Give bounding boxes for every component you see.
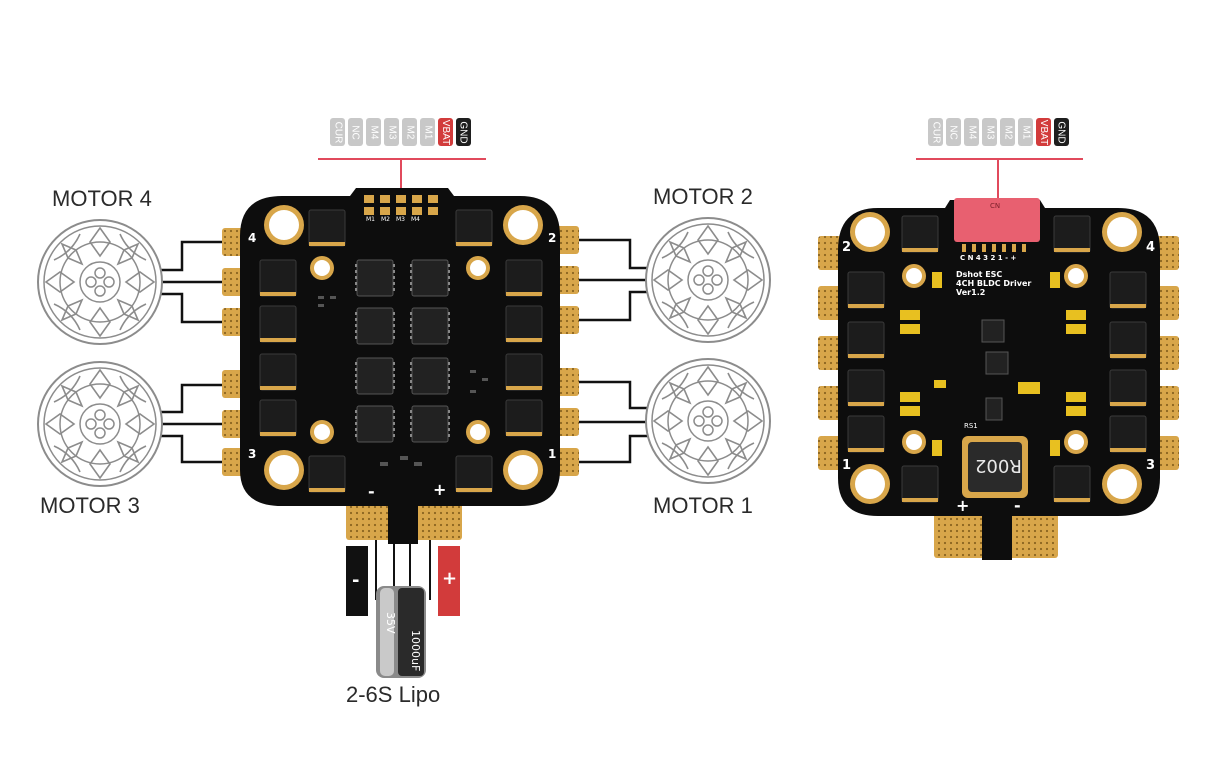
connector-pin-nc: NC	[348, 118, 363, 146]
connector-pin-vbat: VBAT	[438, 118, 453, 146]
connector-pin-nc: NC	[946, 118, 961, 146]
motor-1-label: MOTOR 1	[653, 493, 753, 518]
battery-positive-sign: +	[442, 568, 458, 589]
motor-3-icon	[37, 361, 163, 487]
connector-pin-label: NC	[947, 124, 959, 140]
motor-4-icon	[37, 219, 163, 345]
battery-negative-terminal	[346, 546, 368, 616]
connector-pin-label: M2	[1002, 125, 1013, 139]
pad-label-m2: M2	[381, 216, 390, 223]
front-pad-labels: M1 M2 M3 M4	[366, 216, 420, 223]
pad-label-m1: M1	[366, 216, 375, 223]
pad-label-m3: M3	[396, 216, 405, 223]
esc-board-back	[818, 198, 1179, 560]
front-corner-3: 3	[248, 447, 257, 461]
back-corner-2: 2	[842, 240, 852, 255]
connector-pin-cur: CUR	[330, 118, 345, 146]
back-pad-minus: -	[1014, 496, 1021, 515]
connector-pin-label: M4	[966, 125, 977, 139]
connector-pin-label: M2	[404, 125, 415, 139]
back-shunt-ref: RS1	[964, 422, 978, 430]
connector-pin-label: M1	[1020, 125, 1031, 139]
connector-pin-m2: M2	[1000, 118, 1015, 146]
connector-pin-m1: M1	[1018, 118, 1033, 146]
battery-positive-terminal	[438, 546, 460, 616]
back-corner-4: 4	[1146, 240, 1156, 255]
connector-pin-label: M3	[984, 125, 995, 139]
connector-pin-m4: M4	[964, 118, 979, 146]
back-corner-1: 1	[842, 458, 852, 473]
back-title: Dshot ESC 4CH BLDC Driver Ver1.2	[956, 270, 1031, 297]
pad-label-m4: M4	[411, 216, 420, 223]
battery-negative-sign: -	[352, 570, 360, 591]
capacitor-voltage: 35V	[384, 612, 397, 634]
back-title-line-2: 4CH BLDC Driver	[956, 279, 1032, 288]
connector-pin-label: CUR	[930, 121, 942, 143]
connector-pin-label: CUR	[332, 121, 344, 143]
connector-pin-cur: CUR	[928, 118, 943, 146]
battery-label: 2-6S Lipo	[346, 682, 441, 707]
back-connector	[954, 198, 1040, 242]
connector-pin-label: VBAT	[1038, 119, 1050, 145]
front-corner-4: 4	[248, 231, 257, 245]
back-connector-pins: C N 4 3 2 1 - +	[960, 254, 1017, 262]
back-corner-3: 3	[1146, 458, 1156, 473]
connector-pin-label: M1	[422, 125, 433, 139]
connector-pin-label: NC	[349, 124, 361, 140]
connector-pin-label: M3	[386, 125, 397, 139]
front-corner-2: 2	[548, 231, 557, 245]
connector-pin-gnd: GND	[456, 118, 471, 146]
connector-pin-label: VBAT	[440, 119, 452, 145]
connector-pin-label: GND	[458, 120, 470, 144]
connector-pin-m3: M3	[384, 118, 399, 146]
motor-3-label: MOTOR 3	[40, 493, 140, 518]
capacitor-icon	[376, 586, 426, 678]
motor-1-icon	[645, 358, 771, 484]
back-shunt-label: R002	[975, 455, 1022, 476]
motor-2-label: MOTOR 2	[653, 184, 753, 209]
connector-pin-m4: M4	[366, 118, 381, 146]
back-connector-label: CN	[990, 202, 1001, 210]
front-power-minus: -	[368, 482, 375, 501]
connector-pin-m2: M2	[402, 118, 417, 146]
connector-pin-label: GND	[1056, 120, 1068, 144]
capacitor-capacity: 1000uF	[409, 630, 422, 672]
back-title-line-3: Ver1.2	[956, 288, 986, 297]
connector-pin-m3: M3	[982, 118, 997, 146]
connector-pin-m1: M1	[420, 118, 435, 146]
back-pad-plus: +	[956, 496, 970, 515]
front-power-plus: +	[433, 480, 447, 499]
esc-board-front	[222, 188, 579, 544]
motor-2-icon	[645, 217, 771, 343]
connector-pin-gnd: GND	[1054, 118, 1069, 146]
connector-pin-label: M4	[368, 125, 379, 139]
motor1-wires	[575, 380, 660, 464]
back-title-line-1: Dshot ESC	[956, 270, 1003, 279]
front-corner-1: 1	[548, 447, 557, 461]
connector-pin-vbat: VBAT	[1036, 118, 1051, 146]
motor2-wires	[575, 238, 660, 322]
motor-4-label: MOTOR 4	[52, 186, 152, 211]
